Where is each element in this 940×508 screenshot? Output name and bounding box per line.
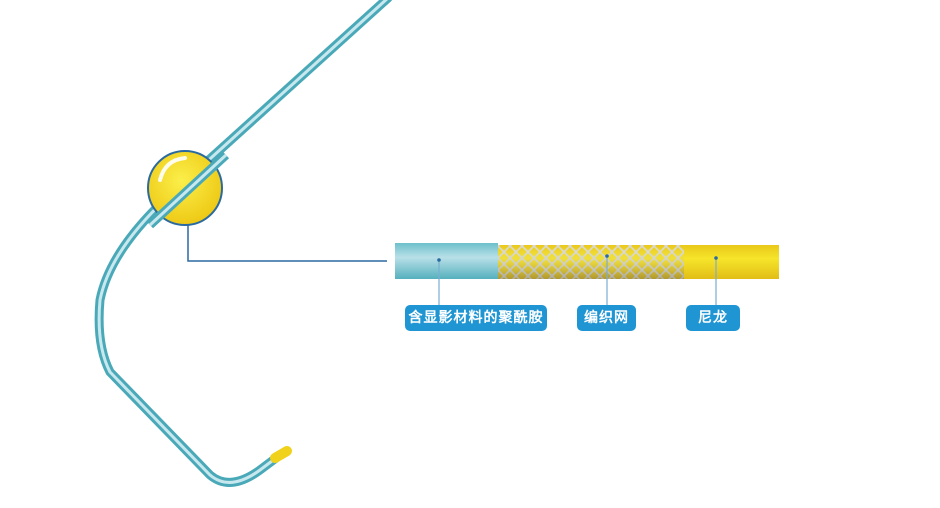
contrast-layer xyxy=(395,243,498,279)
connector-line xyxy=(187,225,387,262)
label-braid: 编织网 xyxy=(577,305,636,331)
magnifier-circle xyxy=(146,150,230,229)
catheter-tip xyxy=(270,446,292,463)
pointer-dot xyxy=(714,256,718,260)
catheter xyxy=(94,0,393,487)
label-nylon: 尼龙 xyxy=(686,305,740,331)
tube-layers xyxy=(395,243,779,279)
pointer-dot xyxy=(437,258,441,262)
pointer-lines xyxy=(438,256,717,305)
label-contrast-polyamide: 含显影材料的聚酰胺 xyxy=(405,305,547,331)
pointer-dot xyxy=(605,254,609,258)
